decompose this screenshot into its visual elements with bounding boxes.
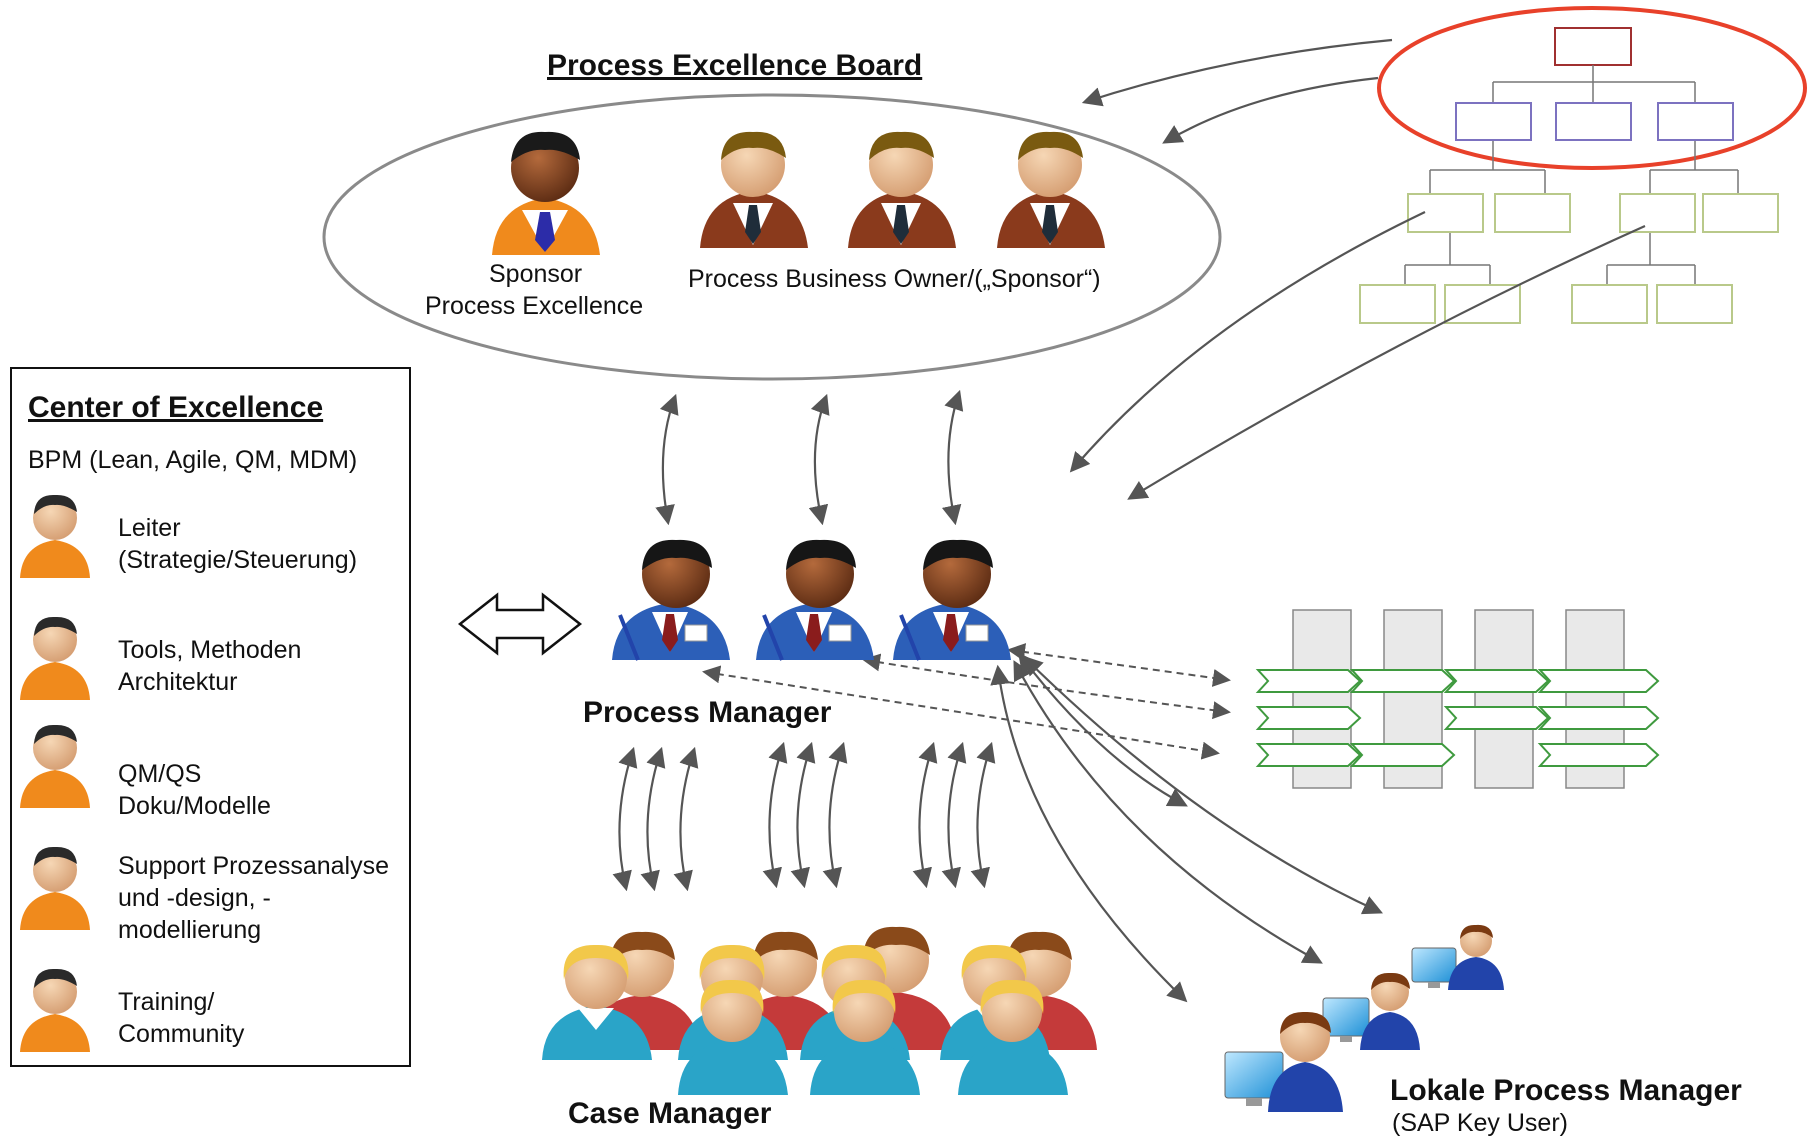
coe-person-icons xyxy=(20,494,90,1052)
process-arrow xyxy=(1255,743,1362,767)
org-box-low-6 xyxy=(1444,284,1521,324)
arrow-org-to-board xyxy=(1162,76,1379,144)
local-pm-label: Lokale Process Manager xyxy=(1390,1074,1742,1107)
process-manager-person-icon xyxy=(893,539,1011,661)
arrow-org-to-board xyxy=(1081,38,1393,107)
case-manager-group-icon xyxy=(542,926,1097,1095)
arrow-pm-case xyxy=(970,741,996,889)
owner-label: Process Business Owner/(„Sponsor“) xyxy=(688,265,1101,293)
coe-role-label: Tools, Methoden Architektur xyxy=(118,636,302,696)
org-box-mid-1 xyxy=(1455,102,1532,141)
process-arrow xyxy=(1255,706,1362,730)
arrow-pm-case xyxy=(790,741,816,889)
arrow-pm-case xyxy=(612,746,638,892)
case-person-blue-front xyxy=(810,979,920,1095)
process-arrow xyxy=(1443,706,1550,730)
board-ellipse xyxy=(322,93,1222,381)
case-person-blue xyxy=(542,944,652,1060)
org-box-mid-2 xyxy=(1555,102,1632,141)
owner-person-icon xyxy=(848,131,956,248)
local-pm-computer-user-icon xyxy=(1411,924,1504,990)
coe-person-icon xyxy=(20,724,90,808)
coe-person-icon xyxy=(20,494,90,578)
board-title: Process Excellence Board xyxy=(547,49,923,82)
org-box-low-2 xyxy=(1494,193,1571,233)
arrow-board-pm xyxy=(655,393,679,526)
arrow-pm-process-dashed xyxy=(702,665,1220,760)
coe-subtitle: BPM (Lean, Agile, QM, MDM) xyxy=(28,446,358,474)
connectors xyxy=(612,38,1646,1003)
process-manager-person-icon xyxy=(612,539,730,661)
process-arrow xyxy=(1537,706,1660,730)
coe-role-label: Training/ Community xyxy=(118,988,245,1048)
case-person-blue-front xyxy=(958,979,1068,1095)
coe-person-icon xyxy=(20,968,90,1052)
process-arrow xyxy=(1349,743,1456,767)
case-manager-label: Case Manager xyxy=(568,1097,772,1130)
local-pm-computer-user-icon xyxy=(1224,1011,1343,1112)
process-manager-person-icon xyxy=(756,539,874,661)
coe-title: Center of Excellence xyxy=(28,391,324,424)
coe-role-label: Support Prozessanalyse und -design, - mo… xyxy=(118,852,389,944)
arrow-board-pm xyxy=(941,389,964,526)
arrow-board-pm xyxy=(808,393,830,526)
org-box-top xyxy=(1554,27,1632,66)
case-person-blue-front xyxy=(678,979,788,1095)
coe-role-label: Leiter (Strategie/Steuerung) xyxy=(118,514,358,574)
process-arrow xyxy=(1537,669,1660,693)
org-box-low-4 xyxy=(1702,193,1779,233)
process-arrow xyxy=(1349,669,1456,693)
process-arrow xyxy=(1537,743,1660,767)
org-box-low-3 xyxy=(1619,193,1696,233)
org-box-low-7 xyxy=(1571,284,1648,324)
org-box-low-1 xyxy=(1407,193,1484,233)
arrow-pm-case xyxy=(941,741,967,889)
arrow-pm-process-dashed xyxy=(862,653,1231,720)
org-chart-highlight-ellipse xyxy=(1377,6,1807,170)
process-arrow xyxy=(1255,669,1362,693)
org-box-low-5 xyxy=(1359,284,1436,324)
sponsor-label-sub: Process Excellence xyxy=(425,292,644,320)
local-pm-computer-user-icon xyxy=(1322,972,1420,1050)
process-manager-label: Process Manager xyxy=(583,696,832,729)
org-chart xyxy=(1359,6,1807,324)
arrow-pm-case xyxy=(822,741,848,889)
owner-person-icon xyxy=(700,131,808,248)
arrow-org-to-pm xyxy=(1069,211,1426,473)
arrow-pm-case xyxy=(912,741,938,889)
sponsor-person-icon xyxy=(492,131,600,255)
swimlane-3 xyxy=(1474,609,1534,789)
coe-person-icon xyxy=(20,846,90,930)
coe-pm-double-arrow xyxy=(457,592,583,656)
arrow-pm-case xyxy=(762,741,788,889)
coe-person-icon xyxy=(20,616,90,700)
process-arrow xyxy=(1443,669,1550,693)
dashed-connectors xyxy=(702,643,1231,760)
sponsor-label: Sponsor xyxy=(489,260,583,288)
local-pm-sublabel: (SAP Key User) xyxy=(1392,1109,1568,1137)
owner-person-icon xyxy=(997,131,1105,248)
arrow-pm-case xyxy=(673,746,699,892)
org-box-mid-3 xyxy=(1657,102,1734,141)
coe-role-label: QM/QS Doku/Modelle xyxy=(118,760,271,820)
process-chain-graphic xyxy=(1255,609,1660,789)
arrow-pm-case xyxy=(640,746,666,892)
coe-panel xyxy=(10,367,411,1067)
org-box-low-8 xyxy=(1656,284,1733,324)
arrow-org-to-pm xyxy=(1127,224,1646,500)
